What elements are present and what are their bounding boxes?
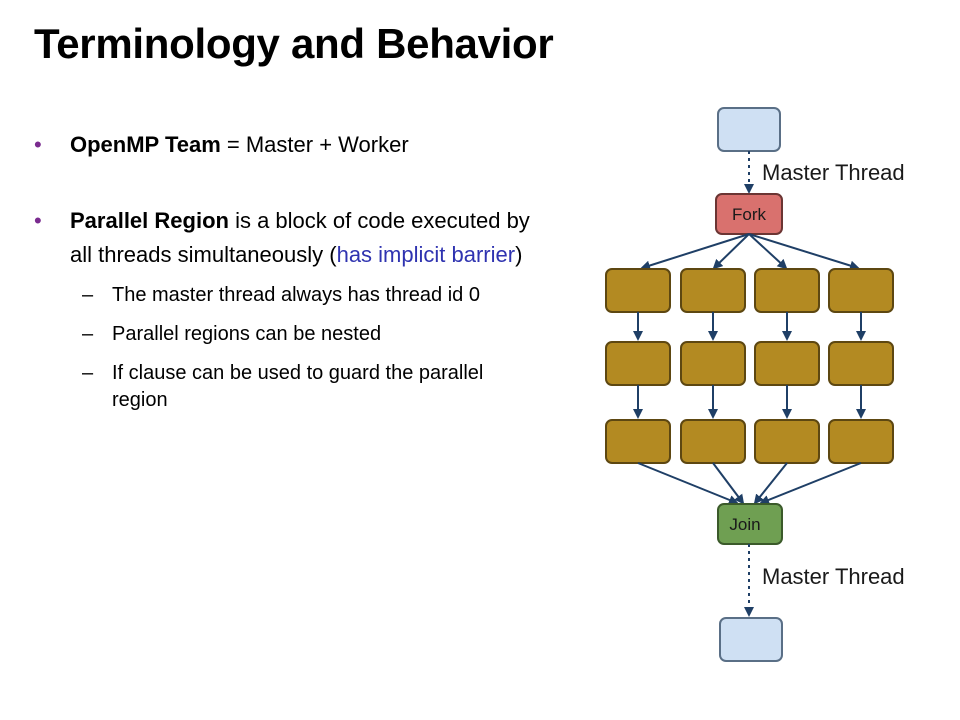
worker-task: [828, 341, 894, 386]
dash-marker: –: [82, 323, 94, 345]
worker-task: [828, 419, 894, 464]
bullet-openmp-team: • OpenMP Team = Master + Worker: [34, 128, 534, 162]
worker-row-3: [605, 419, 894, 464]
term-parallel-region: Parallel Region: [70, 208, 229, 233]
worker-task: [828, 268, 894, 313]
worker-row-1: [605, 268, 894, 313]
sub-bullet-nested: – Parallel regions can be nested: [34, 321, 534, 348]
join-label: Join: [729, 515, 760, 534]
bullet-dot: •: [34, 208, 42, 233]
worker-task: [605, 268, 671, 313]
bullet-text: is a block of code executed by all threa…: [70, 208, 530, 267]
master-thread-label-top: Master Thread: [762, 160, 905, 185]
dash-marker: –: [82, 362, 94, 384]
worker-task: [754, 268, 820, 313]
sub-bullet-text: If clause can be used to guard the paral…: [112, 362, 484, 411]
worker-task: [680, 419, 746, 464]
sub-bullet-master-id: – The master thread always has thread id…: [34, 282, 534, 309]
sub-bullet-list: – The master thread always has thread id…: [34, 282, 534, 414]
worker-arrows-1: [633, 312, 866, 341]
sub-bullet-text: Parallel regions can be nested: [112, 323, 382, 345]
worker-row-2: [605, 341, 894, 386]
worker-task: [754, 341, 820, 386]
dash-marker: –: [82, 284, 94, 306]
worker-task: [680, 341, 746, 386]
join-arrows: [637, 462, 862, 505]
bullet-text: = Master + Worker: [220, 132, 409, 157]
worker-task: [605, 341, 671, 386]
implicit-barrier-highlight: has implicit barrier: [336, 242, 516, 267]
sub-bullet-if-clause: – If clause can be used to guard the par…: [34, 360, 534, 414]
bullet-list: • OpenMP Team = Master + Worker • Parall…: [34, 128, 534, 426]
bullet-tail: ): [515, 242, 523, 267]
fork-arrows: [640, 233, 860, 271]
sub-bullet-text: The master thread always has thread id 0: [112, 284, 480, 306]
bullet-parallel-region: • Parallel Region is a block of code exe…: [34, 204, 534, 272]
master-thread-label-bottom: Master Thread: [762, 564, 905, 589]
term-openmp-team: OpenMP Team: [70, 132, 221, 157]
fork-join-diagram: Master Thread Fork: [605, 107, 905, 662]
fork-label: Fork: [732, 205, 767, 224]
worker-task: [605, 419, 671, 464]
worker-task: [680, 268, 746, 313]
start-node: [717, 107, 781, 152]
slide-title: Terminology and Behavior: [34, 20, 554, 67]
worker-arrows-2: [633, 385, 866, 419]
bullet-dot: •: [34, 132, 42, 157]
end-node: [719, 617, 783, 662]
worker-task: [754, 419, 820, 464]
